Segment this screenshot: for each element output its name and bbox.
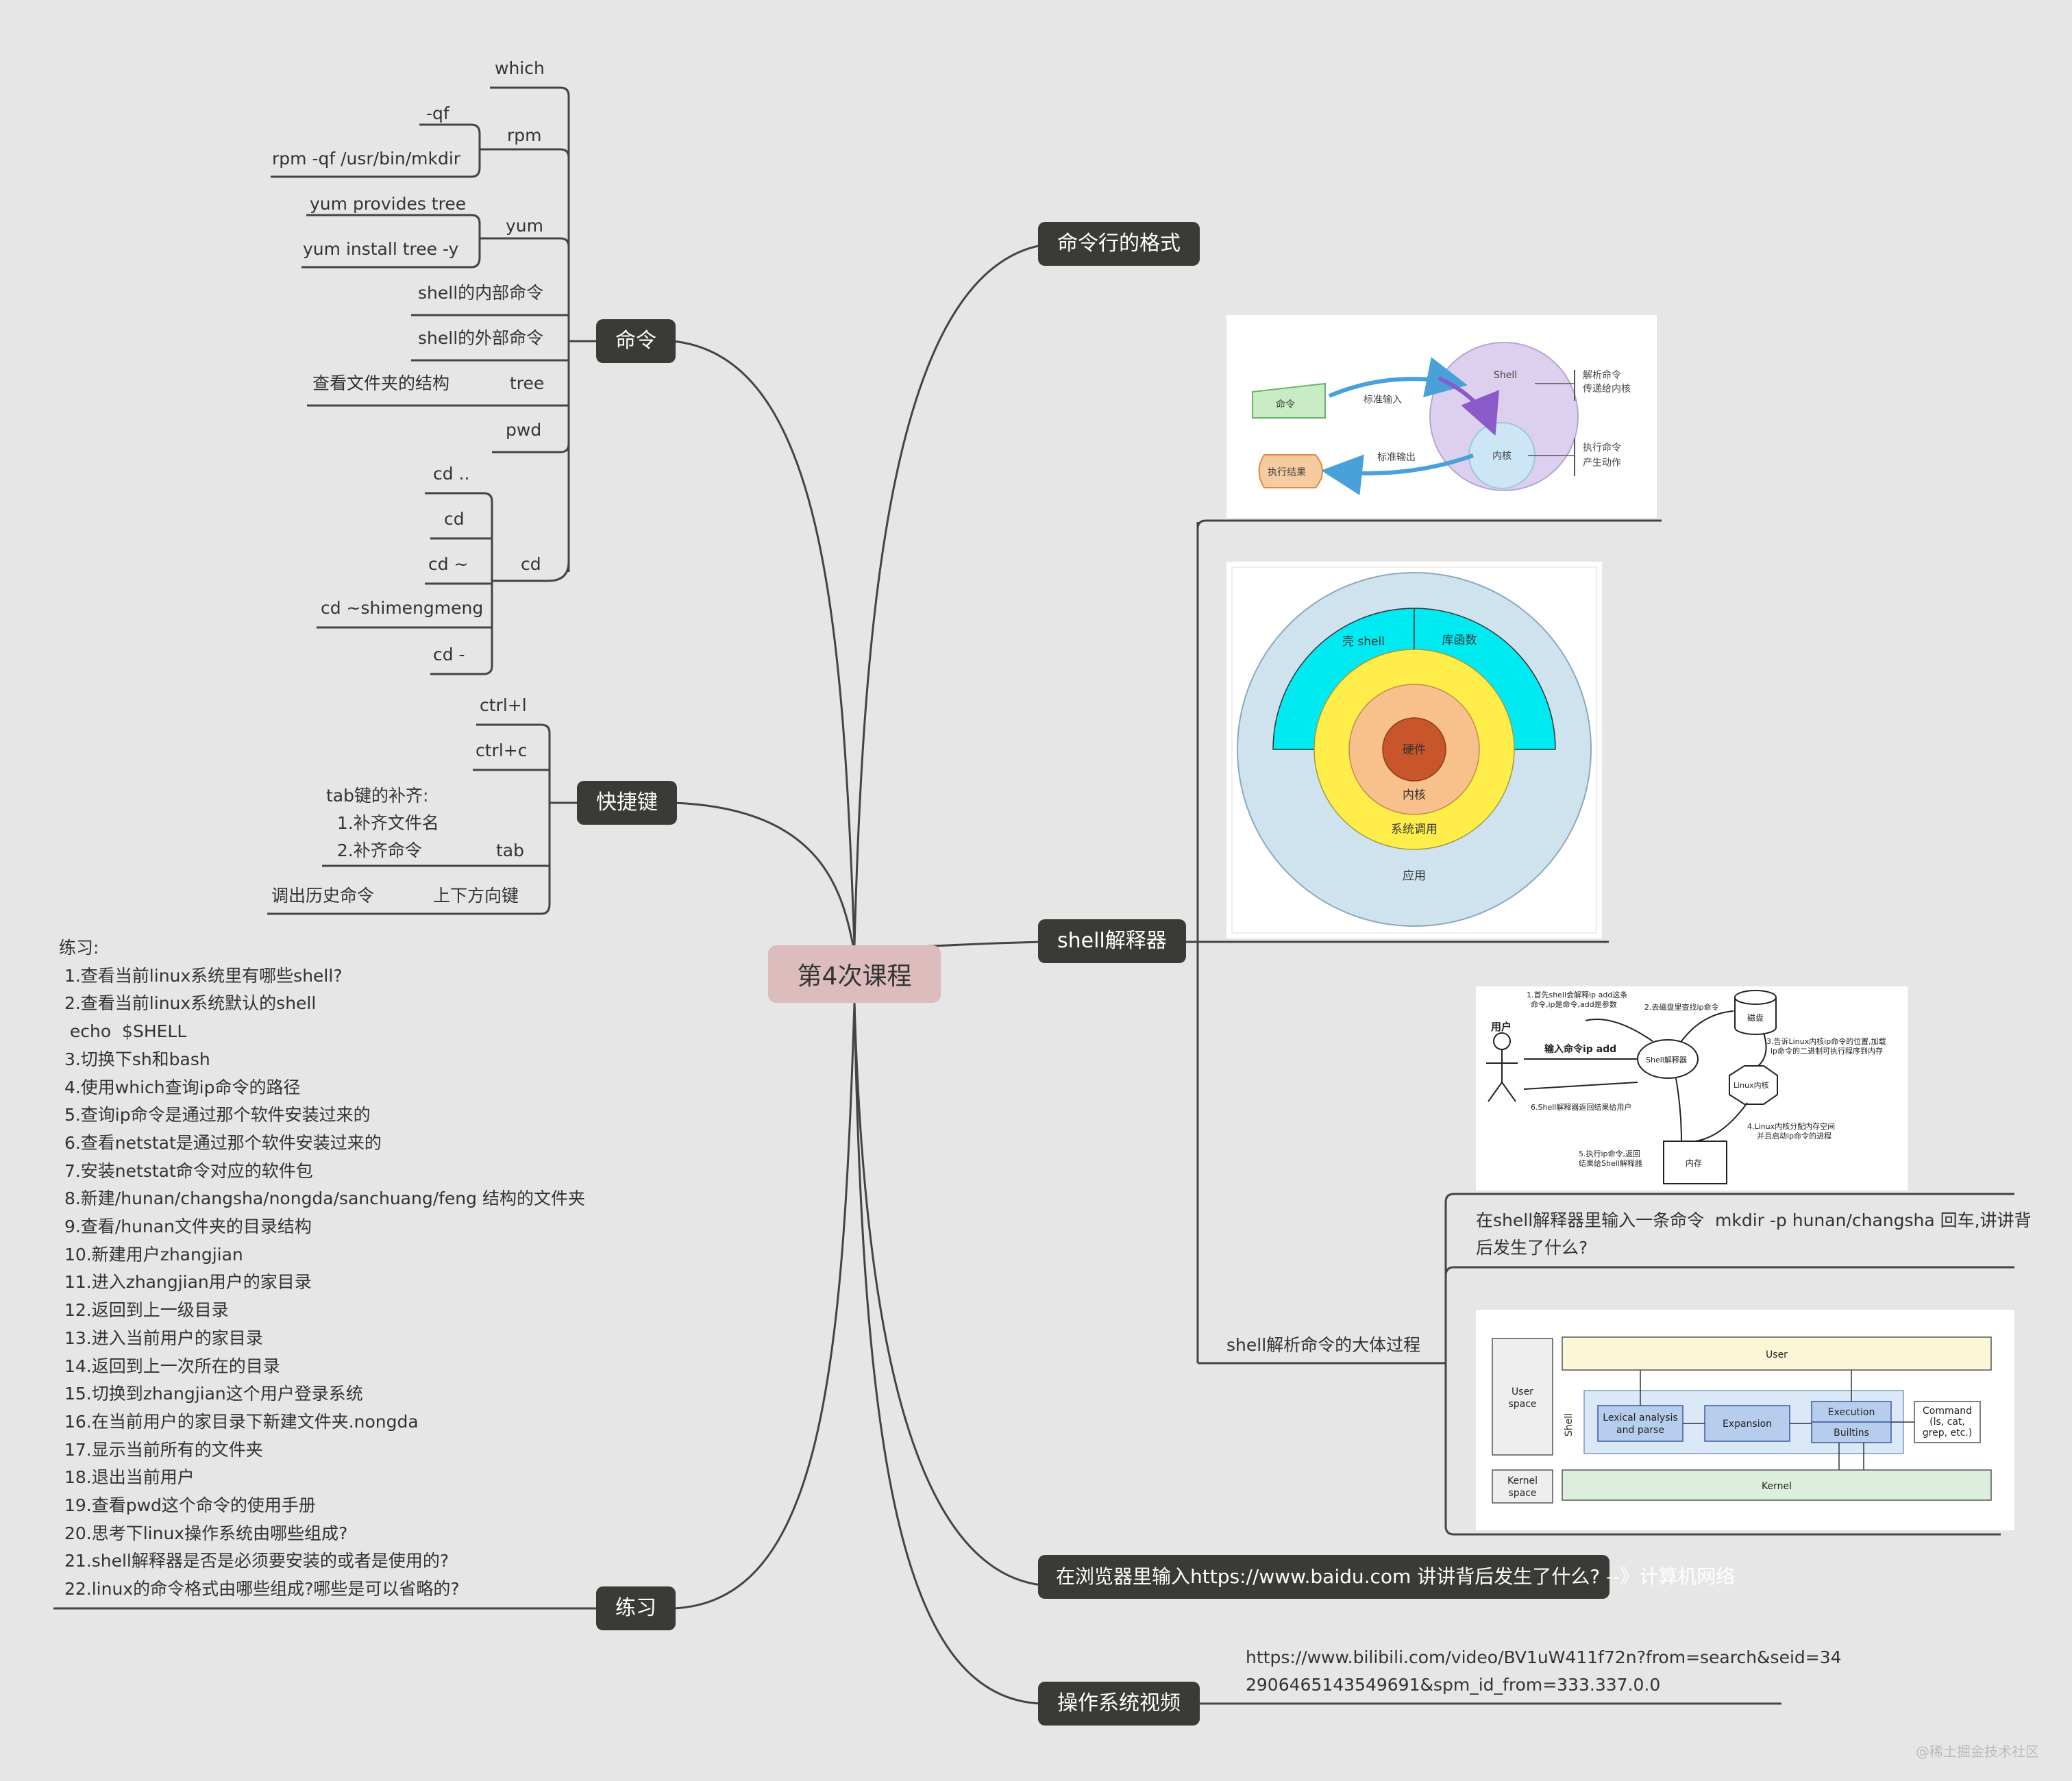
shortcut-updown[interactable]: 上下方向键 — [433, 886, 519, 906]
img4-kernelspace-2: space — [1508, 1488, 1536, 1499]
img3-s6: 6.Shell解释器返回结果给用户 — [1531, 1102, 1631, 1112]
img1-cmd: 命令 — [1276, 399, 1295, 410]
img1-kernel: 内核 — [1492, 451, 1512, 462]
img2-syscall: 系统调用 — [1391, 823, 1438, 836]
img4-user: User — [1766, 1349, 1788, 1360]
cmd-tree-desc[interactable]: 查看文件夹的结构 — [312, 373, 450, 393]
cmd-yum-provides[interactable]: yum provides tree — [310, 194, 467, 214]
img4-cmd-1: Command — [1923, 1406, 1972, 1417]
cmd-external[interactable]: shell的外部命令 — [418, 328, 544, 348]
branch-video[interactable]: 操作系统视频 — [1038, 1682, 1200, 1726]
img3-kernel: Linux内核 — [1734, 1080, 1769, 1090]
shell-architecture-image: User User space Shell Lexical analysis a… — [1476, 1310, 2014, 1530]
img4-exec: Execution — [1828, 1407, 1875, 1418]
img1-r1: 解析命令 — [1583, 369, 1621, 381]
cd-option[interactable]: cd — [444, 509, 465, 529]
img4-kernelspace-1: Kernel — [1507, 1475, 1538, 1486]
cmd-rpm-example[interactable]: rpm -qf /usr/bin/mkdir — [272, 149, 461, 169]
img3-s5b: 结果给Shell解释器 — [1579, 1158, 1642, 1168]
cd-option[interactable]: cd - — [433, 645, 465, 664]
img4-lex-1: Lexical analysis — [1603, 1412, 1677, 1423]
cd-option[interactable]: cd ~shimengmeng — [321, 598, 484, 618]
img3-s3b: ip命令的二进制可执行程序到内存 — [1771, 1046, 1883, 1056]
shortcut-updown-desc[interactable]: 调出历史命令 — [271, 886, 375, 906]
cmd-rpm-qf[interactable]: -qf — [426, 103, 449, 123]
img3-s4b: 并且启动ip命令的进程 — [1757, 1131, 1832, 1141]
img4-exp: Expansion — [1723, 1419, 1772, 1430]
img3-mem: 内存 — [1686, 1158, 1702, 1168]
img4-lex-2: and parse — [1616, 1425, 1664, 1436]
cmd-internal[interactable]: shell的内部命令 — [418, 283, 544, 303]
shell-process[interactable]: shell解析命令的大体过程 — [1226, 1335, 1421, 1355]
img1-result: 执行结果 — [1268, 467, 1306, 478]
img3-s1b: 命令,ip是命令,add是参数 — [1531, 999, 1617, 1009]
img4-cmd-3: grep, etc.) — [1923, 1428, 1972, 1438]
img4-builtins: Builtins — [1834, 1428, 1869, 1438]
branch-cmd[interactable]: 命令 — [596, 319, 676, 363]
img3-shell: Shell解释器 — [1646, 1055, 1687, 1064]
cmd-rpm[interactable]: rpm — [507, 125, 542, 145]
cmd-pwd[interactable]: pwd — [506, 420, 542, 440]
img1-r2: 传递给内核 — [1583, 384, 1631, 395]
img1-out: 标准输出 — [1377, 452, 1416, 463]
cmd-which[interactable]: which — [495, 58, 545, 78]
cmd-cd[interactable]: cd — [521, 554, 541, 574]
video-url[interactable]: https://www.bilibili.com/video/BV1uW411f… — [1246, 1647, 1842, 1695]
img1-shell: Shell — [1494, 370, 1517, 381]
img4-kernel: Kernel — [1762, 1481, 1792, 1492]
img2-hw: 硬件 — [1403, 743, 1426, 757]
branch-exercise[interactable]: 练习 — [596, 1586, 676, 1630]
process-flow-image: 用户 输入命令ip add Shell解释器 磁盘 Linux内核 内存 1.首… — [1476, 986, 1908, 1191]
watermark: @稀土掘金技术社区 — [1916, 1743, 2039, 1760]
img2-shell: 壳 shell — [1342, 635, 1385, 649]
cd-option[interactable]: cd .. — [433, 464, 470, 484]
img3-input: 输入命令ip add — [1544, 1043, 1616, 1055]
branch-browser[interactable]: 在浏览器里输入https://www.baidu.com 讲讲背后发生了什么? … — [1038, 1555, 1735, 1599]
cmd-yum[interactable]: yum — [506, 216, 543, 236]
img1-r3: 执行命令 — [1583, 442, 1621, 453]
cd-option[interactable]: cd ~ — [428, 554, 469, 574]
shortcut-tab-desc[interactable]: tab键的补齐: 1.补齐文件名 2.补齐命令 — [326, 786, 439, 860]
img4-shell: Shell — [1564, 1413, 1575, 1436]
cmd-tree[interactable]: tree — [510, 373, 545, 393]
img3-s4: 4.Linux内核分配内存空间 — [1747, 1121, 1835, 1131]
cmd-yum-install[interactable]: yum install tree -y — [303, 239, 459, 259]
img3-s5: 5.执行ip命令,返回 — [1579, 1149, 1640, 1158]
img3-user: 用户 — [1491, 1021, 1512, 1033]
img3-s3: 3.告诉Linux内核ip命令的位置,加载 — [1766, 1036, 1886, 1046]
branch-shortcut[interactable]: 快捷键 — [577, 781, 677, 825]
shell-question[interactable]: 在shell解释器里输入一条命令 mkdir -p hunan/changsha… — [1476, 1210, 2032, 1258]
img2-lib: 库函数 — [1442, 634, 1477, 647]
img1-r4: 产生动作 — [1583, 458, 1621, 469]
img2-app: 应用 — [1403, 869, 1426, 883]
layers-image: 壳 shell 库函数 硬件 内核 系统调用 应用 — [1226, 562, 1602, 938]
img4-userspace-1: User — [1512, 1386, 1533, 1397]
shell-flow-image: 命令 标准输入 标准输出 执行结果 Shell 内核 解析命令 传递给内核 执行… — [1226, 315, 1657, 518]
exercise-list[interactable]: 练习: 1.查看当前linux系统里有哪些shell? 2.查看当前linux系… — [59, 938, 585, 1599]
img3-s1: 1.首先shell会解释ip add这条 — [1527, 990, 1627, 999]
shortcut-ctrl-c[interactable]: ctrl+c — [476, 740, 528, 760]
img3-s2: 2.去磁盘里查找ip命令 — [1644, 1002, 1719, 1012]
img2-kernel: 内核 — [1403, 788, 1426, 802]
branch-shell[interactable]: shell解释器 — [1038, 919, 1186, 963]
branch-format[interactable]: 命令行的格式 — [1038, 222, 1200, 266]
shortcut-ctrl-l[interactable]: ctrl+l — [480, 695, 527, 715]
shortcut-tab[interactable]: tab — [496, 840, 524, 860]
img1-in: 标准输入 — [1364, 395, 1402, 406]
img3-disk: 磁盘 — [1747, 1012, 1764, 1023]
img4-userspace-2: space — [1508, 1399, 1536, 1410]
img4-cmd-2: (ls, cat, — [1929, 1417, 1965, 1428]
central-topic[interactable]: 第4次课程 — [768, 945, 941, 1003]
